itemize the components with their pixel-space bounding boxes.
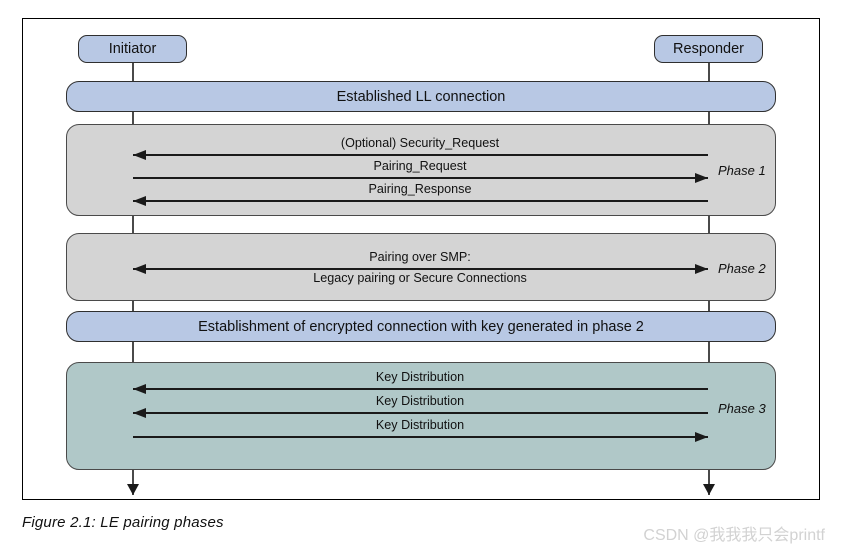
band-established-ll-connection-label: Established LL connection (336, 88, 506, 105)
phase-1-message-1-arrowhead (133, 149, 146, 160)
figure-caption: Figure 2.1: LE pairing phases (22, 514, 224, 531)
phase-3-message-3-arrowhead (695, 431, 708, 442)
phase-3-box (66, 362, 776, 470)
phase-3-message-2-line (133, 412, 708, 414)
phase-3-message-3-label: Key Distribution (375, 418, 465, 432)
phase-2-message-1-label-2: Legacy pairing or Secure Connections (313, 271, 527, 285)
phase-1-message-2-arrowhead (695, 172, 708, 183)
phase-3-message-1-label: Key Distribution (375, 370, 465, 384)
phase-2-message-1-label: Pairing over SMP: (369, 250, 471, 264)
lifeline-responder-arrowhead (703, 484, 715, 495)
phase-2-message-1-line (133, 268, 708, 270)
phase-1-message-3-arrowhead (133, 195, 146, 206)
phase-1-message-2-label: Pairing_Request (373, 159, 467, 173)
band-encrypted-connection[interactable]: Establishment of encrypted connection wi… (66, 311, 776, 342)
actor-responder-label: Responder (673, 41, 744, 57)
phase-2-message-1-arrowhead-right (695, 263, 708, 274)
phase-1-message-3-label: Pairing_Response (368, 182, 472, 196)
actor-initiator[interactable]: Initiator (78, 35, 187, 63)
phase-1-message-2-line (133, 177, 708, 179)
phase-3-message-1-line (133, 388, 708, 390)
actor-responder[interactable]: Responder (654, 35, 763, 63)
actor-initiator-label: Initiator (108, 41, 157, 57)
band-encrypted-connection-label: Establishment of encrypted connection wi… (198, 318, 644, 335)
phase-2-label: Phase 2 (718, 261, 766, 276)
phase-1-label: Phase 1 (718, 163, 766, 178)
phase-3-label: Phase 3 (718, 401, 766, 416)
phase-1-message-1-label: (Optional) Security_Request (340, 136, 500, 150)
lifeline-initiator-arrowhead (127, 484, 139, 495)
phase-3-message-3-line (133, 436, 708, 438)
band-established-ll-connection[interactable]: Established LL connection (66, 81, 776, 112)
csdn-watermark: CSDN @我我我只会printf (643, 527, 825, 544)
phase-2-message-1-arrowhead-left (133, 263, 146, 274)
phase-3-message-2-arrowhead (133, 407, 146, 418)
phase-1-message-3-line (133, 200, 708, 202)
phase-3-message-2-label: Key Distribution (375, 394, 465, 408)
phase-2-box (66, 233, 776, 301)
phase-1-message-1-line (133, 154, 708, 156)
phase-3-message-1-arrowhead (133, 383, 146, 394)
